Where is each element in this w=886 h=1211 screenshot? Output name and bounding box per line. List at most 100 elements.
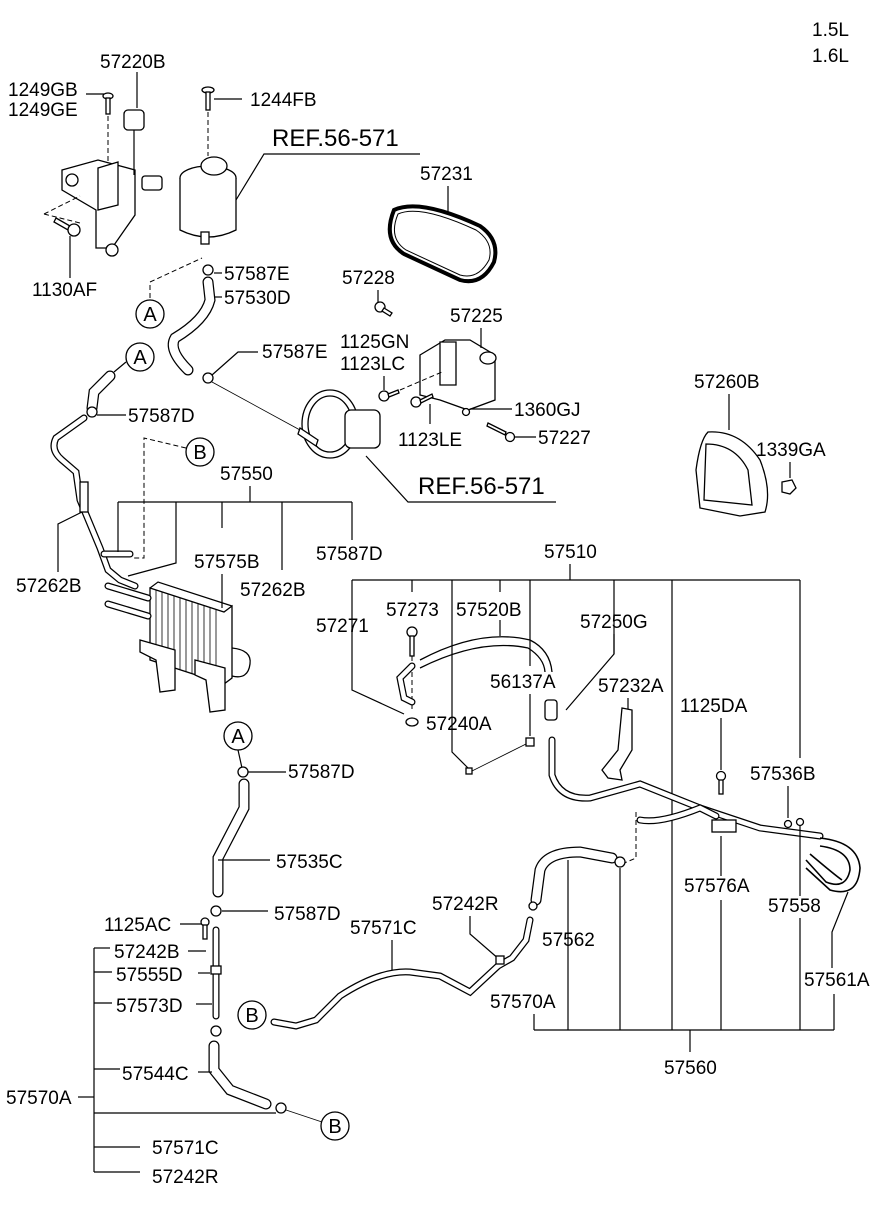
bracket-57232A (601, 707, 633, 781)
label-57242R-low: 57242R (152, 1167, 219, 1188)
bolt-1130AF (43, 195, 81, 237)
connector-a-reservoir: A (135, 299, 165, 329)
label-57262B-left: 57262B (16, 576, 82, 597)
label-57535C: 57535C (276, 852, 343, 873)
label-1249GB: 1249GB (8, 80, 78, 101)
label-57562: 57562 (542, 930, 595, 951)
oil-cooler-57575B (139, 581, 251, 713)
label-57558: 57558 (768, 896, 821, 917)
washer-1360GJ (461, 407, 471, 417)
pin-57240A (465, 767, 473, 775)
label-57260B: 57260B (694, 372, 760, 393)
label-1339GA: 1339GA (756, 440, 826, 461)
hose-57520B (419, 636, 553, 673)
label-1125DA: 1125DA (680, 696, 748, 717)
label-57228: 57228 (342, 268, 395, 289)
connector-a-lower: A (223, 721, 253, 751)
oring-57536B (783, 819, 793, 829)
bolt-1123LE (410, 393, 434, 408)
label-57240A: 57240A (426, 714, 492, 735)
clamp-57562-low (528, 901, 538, 911)
label-57570A-left: 57570A (6, 1088, 72, 1109)
washer-57271 (405, 717, 419, 727)
label-57262B-right: 57262B (240, 580, 306, 601)
label-57550: 57550 (220, 464, 273, 485)
label-57231: 57231 (420, 164, 473, 185)
power-steering-pump (297, 389, 381, 459)
cover-57260B (695, 431, 769, 517)
bolt-1125AC (200, 917, 210, 940)
label-57576A: 57576A (684, 876, 750, 897)
sleeve-57555D (210, 965, 222, 975)
label-57570A-right: 57570A (490, 992, 556, 1013)
bolt-1249GB (102, 92, 114, 162)
label-57587D-cooler: 57587D (316, 544, 383, 565)
svg-text:A: A (231, 726, 245, 748)
label-1125AC: 1125AC (104, 915, 171, 936)
clamp-57544C (275, 1102, 287, 1114)
label-1125GN: 1125GN (340, 332, 409, 353)
label-57225: 57225 (450, 306, 503, 327)
fitting-56137A (525, 737, 535, 747)
label-57271: 57271 (316, 616, 369, 637)
svg-text:A: A (133, 347, 147, 369)
label-57587D-top: 57587D (128, 406, 195, 427)
label-1249GE: 1249GE (8, 100, 78, 121)
label-57560: 57560 (664, 1058, 717, 1079)
svg-text:B: B (245, 1005, 258, 1027)
engine-variant-1-6l: 1.6L (812, 46, 849, 67)
belt-57231 (387, 204, 498, 284)
label-57571C-mid: 57571C (350, 918, 417, 939)
sensor-57250G (544, 699, 558, 721)
label-57530D: 57530D (224, 288, 291, 309)
clamp-57587D-low (210, 905, 222, 917)
clamp-57587E (202, 264, 214, 276)
bolt-1125GN (378, 371, 443, 402)
label-1130AF: 1130AF (32, 280, 97, 301)
label-57555D: 57555D (116, 965, 183, 986)
connector-b-middle: B (237, 1000, 267, 1030)
label-1244FB: 1244FB (250, 90, 317, 111)
screw-1244FB (201, 86, 215, 156)
label-57273: 57273 (386, 600, 439, 621)
label-57587D-a: 57587D (288, 762, 355, 783)
label-57575B: 57575B (194, 552, 260, 573)
label-57587D-low: 57587D (274, 904, 341, 925)
label-57242B: 57242B (114, 942, 180, 963)
clip-57262B (79, 481, 89, 513)
clip-57242R (495, 955, 505, 965)
nut-1339GA (781, 479, 797, 495)
bracket-57220B (61, 109, 163, 257)
oring-57558 (795, 817, 805, 827)
clamp-57587E-mid (202, 372, 214, 384)
label-57573D: 57573D (116, 996, 183, 1017)
label-57227: 57227 (538, 428, 591, 449)
label-57561A: 57561A (804, 970, 870, 991)
label-57587E-mid: 57587E (262, 342, 328, 363)
label-57220B: 57220B (100, 52, 166, 73)
connector-a-left: A (125, 342, 155, 372)
bolt-57228 (374, 301, 393, 317)
clamp-57562 (614, 856, 626, 868)
clamp-57587D-top (86, 406, 98, 418)
label-57520B: 57520B (456, 600, 522, 621)
clamp-57587D-a (237, 766, 249, 778)
clamp-lower (210, 1025, 222, 1037)
bolt-1125DA (715, 770, 727, 795)
bracket-57225 (419, 339, 497, 411)
label-ref-reservoir: REF.56-571 (272, 125, 399, 152)
label-56137A: 56137A (490, 672, 556, 693)
label-1123LC: 1123LC (340, 354, 405, 375)
label-57587E-top: 57587E (224, 264, 290, 285)
label-57544C: 57544C (122, 1064, 189, 1085)
label-1123LE: 1123LE (398, 430, 462, 451)
label-57250G: 57250G (580, 612, 648, 633)
bolt-57227 (486, 422, 516, 443)
label-1360GJ: 1360GJ (514, 400, 581, 421)
svg-text:B: B (328, 1116, 341, 1138)
label-ref-pump: REF.56-571 (418, 473, 545, 500)
bolt-57273 (406, 626, 418, 712)
clamp-57576A (711, 819, 737, 833)
svg-text:B: B (193, 442, 206, 464)
